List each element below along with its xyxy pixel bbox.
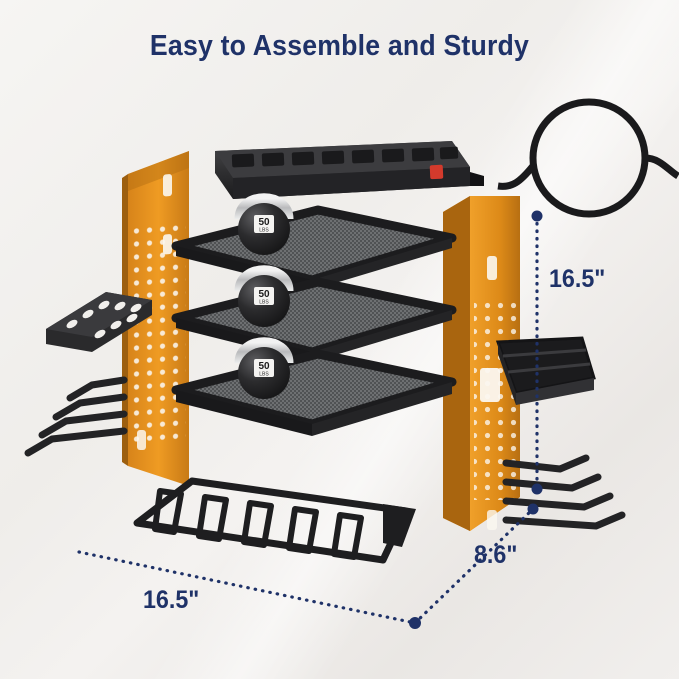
dimension-lines (77, 214, 539, 625)
left-hooks (24, 376, 128, 457)
svg-text:50: 50 (258, 289, 270, 300)
power-cord (497, 98, 679, 218)
dimension-depth-label: 8.6" (474, 541, 518, 569)
shelf-bottom (171, 349, 457, 436)
dimension-endpoints (409, 210, 543, 629)
wire-rack (133, 477, 416, 564)
kettlebell-top: 50 LBS (234, 193, 294, 255)
svg-text:LBS: LBS (259, 228, 269, 234)
svg-text:50: 50 (258, 217, 270, 228)
svg-text:LBS: LBS (259, 300, 269, 306)
shelf-top (171, 205, 457, 290)
screwdriver-holder (46, 292, 152, 352)
dimension-height-label: 16.5" (549, 265, 606, 293)
width-guide (77, 550, 417, 625)
svg-text:LBS: LBS (259, 372, 269, 378)
dimension-width-label: 16.5" (143, 586, 200, 614)
power-switch (429, 164, 444, 180)
shelf-middle (171, 277, 457, 362)
svg-text:50: 50 (258, 361, 270, 372)
right-hooks (502, 454, 626, 530)
depth-guide (413, 507, 535, 625)
power-strip (215, 141, 484, 199)
kettlebell-bottom: 50 LBS (234, 337, 294, 399)
parts-tray (495, 336, 596, 405)
kettlebell-middle: 50 LBS (234, 265, 294, 327)
page-title: Easy to Assemble and Sturdy (149, 30, 530, 62)
